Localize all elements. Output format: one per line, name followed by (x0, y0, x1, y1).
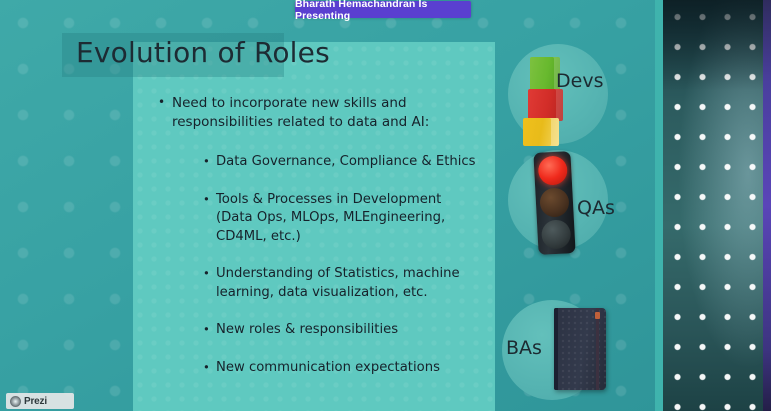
block-green-icon (530, 57, 560, 91)
sub-bullet-line: Tools & Processes in Development (216, 191, 442, 207)
sub-bullet-line: Understanding of Statistics, machine (216, 266, 460, 281)
purple-edge-strip (763, 0, 771, 411)
prezi-watermark-label: Prezi (24, 395, 47, 407)
main-bullet-line-1: Need to incorporate new skills and (172, 95, 407, 111)
traffic-light-red-lamp (537, 155, 569, 186)
presenter-banner: Bharath Hemachandran Is Presenting (295, 0, 471, 22)
traffic-light-green-lamp (540, 219, 572, 250)
prezi-logo-icon (10, 395, 21, 407)
teal-divider-strip (655, 0, 664, 411)
list-item: New communication expectations (203, 358, 488, 378)
traffic-light-icon (533, 151, 576, 255)
list-item: Understanding of Statistics, machine lea… (203, 264, 488, 302)
sub-bullet-line: (Data Ops, MLOps, MLEngineering, (216, 210, 446, 225)
list-item: Data Governance, Compliance & Ethics (203, 152, 488, 172)
role-label-devs: Devs (556, 70, 604, 92)
main-bullet-line-2: responsibilities related to data and AI: (172, 113, 430, 130)
notebook-icon (554, 308, 606, 390)
sub-bullet-line: CD4ML, etc.) (216, 228, 301, 244)
block-red-icon (528, 89, 563, 121)
title-highlight-band (62, 33, 284, 77)
bullet-list: Need to incorporate new skills and respo… (158, 93, 488, 396)
list-item: New roles & responsibilities (203, 320, 488, 340)
page-title: Evolution of Roles (76, 36, 330, 69)
block-yellow-icon (523, 118, 559, 146)
notebook-bookmark-tab (595, 312, 600, 319)
prezi-watermark[interactable]: Prezi (6, 393, 74, 409)
sub-bullet-list: Data Governance, Compliance & Ethics Too… (158, 152, 488, 378)
role-label-qas: QAs (577, 197, 615, 219)
dotted-dark-panel (663, 0, 763, 411)
sub-bullet-line: learning, data visualization, etc. (216, 284, 428, 300)
notebook-spine (554, 308, 558, 390)
sub-bullet-line: New roles & responsibilities (216, 322, 399, 337)
traffic-light-amber-lamp (539, 187, 570, 218)
list-item: Tools & Processes in Development (Data O… (203, 190, 488, 247)
role-icon-qas (508, 150, 620, 262)
notebook-elastic-band (596, 308, 599, 390)
role-label-bas: BAs (506, 337, 542, 359)
role-icon-bas (502, 300, 614, 411)
sub-bullet-line: Data Governance, Compliance & Ethics (216, 154, 476, 169)
main-bullet: Need to incorporate new skills and respo… (158, 93, 488, 131)
role-icon-devs (508, 44, 620, 156)
sub-bullet-line: New communication expectations (216, 359, 440, 375)
